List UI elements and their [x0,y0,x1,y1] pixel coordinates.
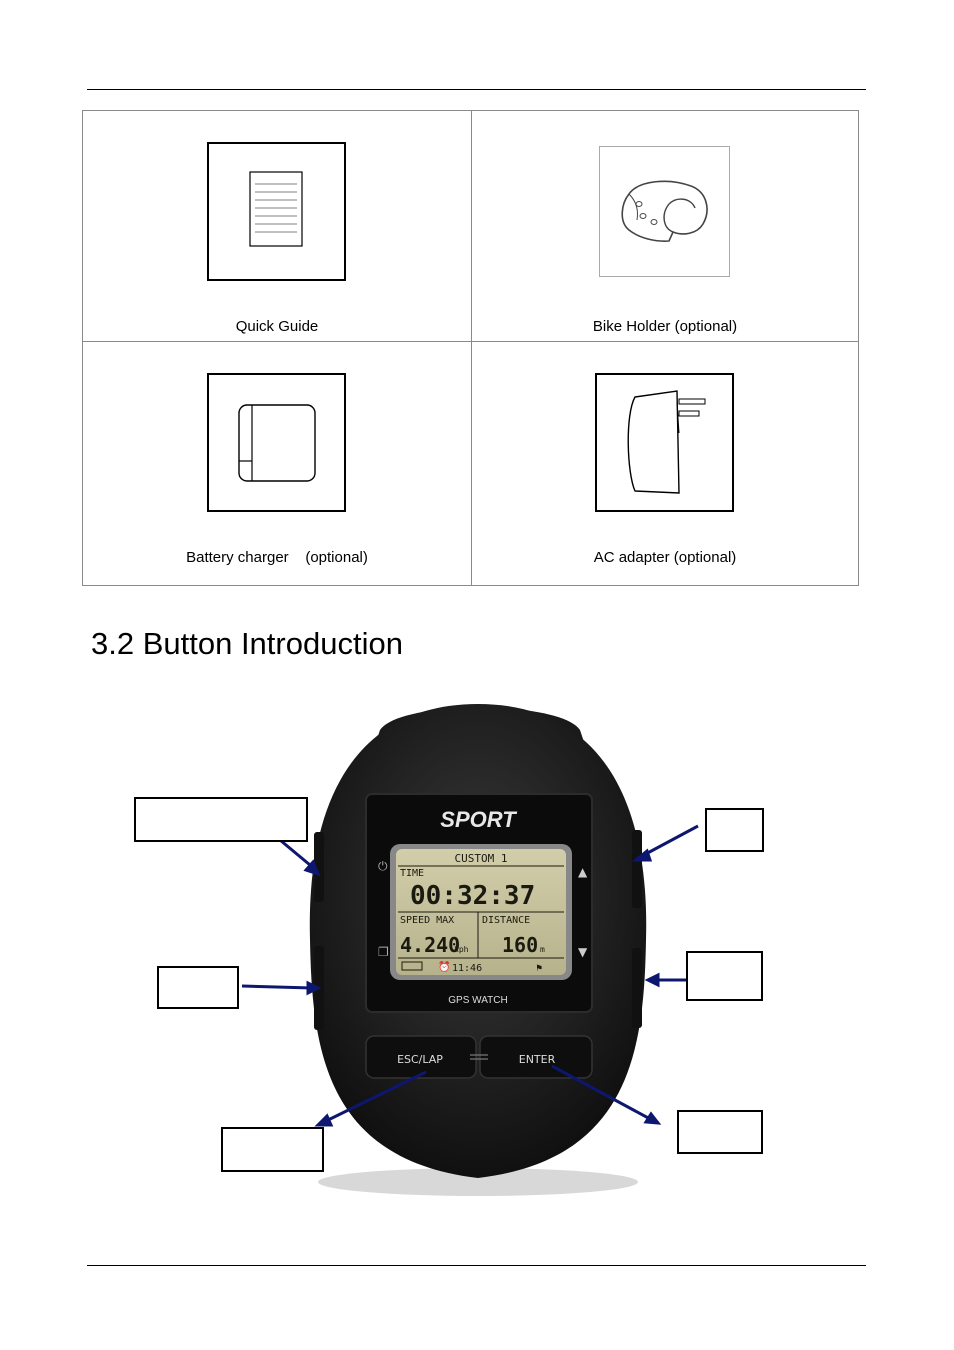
model-text: GPS WATCH [448,995,507,1006]
lcd-distance-label: DISTANCE [482,915,530,926]
runner-icon: ⚑ [536,963,542,974]
up-label-box [705,808,764,852]
header-rule [87,89,866,90]
accessory-cell-quick-guide: Quick Guide [83,111,471,341]
accessory-cell-battery-charger: Battery charger (optional) [83,341,471,587]
down-arrow-icon: ▼ [578,945,588,959]
esc-lap-label-box [221,1127,324,1172]
accessory-cell-ac-adapter: AC adapter (optional) [471,341,859,587]
lcd-distance-value: 160 [502,933,538,957]
down-button[interactable] [632,948,642,1028]
lcd-distance-unit: m [540,945,545,954]
alarm-clock-icon: ⏰ [438,960,450,973]
accessory-cell-bike-holder: Bike Holder (optional) [471,111,859,341]
lcd-time-value: 00:32:37 [410,881,535,911]
mode-icon: ❐ [378,945,389,959]
enter-label-box [677,1110,763,1154]
battery-icon [401,961,423,971]
watch-illustration: SPORT ⏻ ❐ ▲ ▼ CUSTOM 1 TIME 00:32:37 SPE… [241,704,699,1196]
section-title: 3.2 Button Introduction [91,626,403,661]
power-light-button[interactable] [314,832,324,902]
accessory-caption: Battery charger (optional) [186,549,368,566]
brand-logo: SPORT [440,807,517,832]
ac-adapter-icon [595,373,734,512]
lcd-time-label: TIME [400,868,424,879]
up-button[interactable] [632,830,642,908]
lcd-header: CUSTOM 1 [455,852,508,865]
up-arrow-icon: ▲ [578,865,588,879]
power-light-label-box [134,797,308,842]
bike-holder-icon [599,146,730,277]
accessory-caption: AC adapter (optional) [593,549,737,566]
quick-guide-icon [207,142,346,281]
enter-label: ENTER [519,1053,556,1066]
power-light-icon: ⏻ [378,859,388,873]
accessories-table: Quick Guide Bike Holder (optional) Batte… [82,110,859,586]
lcd-clock: 11:46 [452,963,482,974]
battery-charger-icon [207,373,346,512]
mode-label-box [157,966,239,1009]
esc-lap-button[interactable] [365,1035,477,1079]
esc-lap-label: ESC/LAP [397,1053,443,1066]
lcd-speed-unit: kph [454,945,469,954]
lcd-speed-label: SPEED MAX [400,915,454,926]
accessory-caption: Quick Guide [235,318,319,335]
lcd-speed-value: 4.240 [400,933,460,957]
down-label-box [686,951,763,1001]
enter-button[interactable] [479,1035,593,1079]
footer-rule [87,1265,866,1266]
accessory-caption: Bike Holder (optional) [592,318,738,335]
